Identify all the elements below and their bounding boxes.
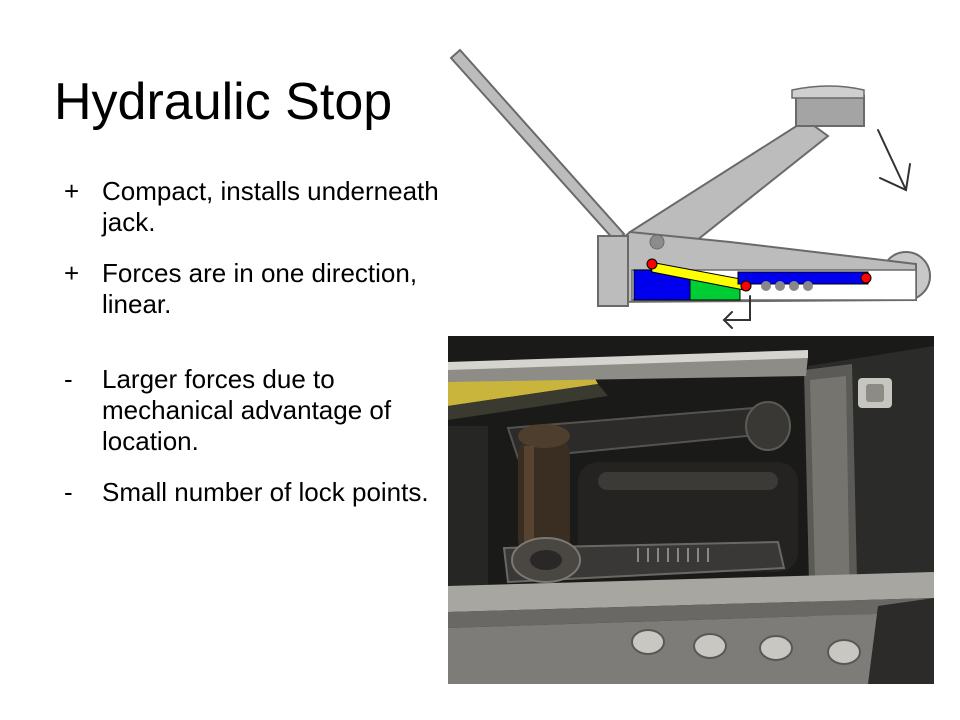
slide-title: Hydraulic Stop	[54, 73, 393, 131]
jack-diagram	[449, 48, 931, 329]
bullet-marker: -	[64, 477, 73, 507]
bullet-marker: -	[64, 364, 73, 394]
jack-handle	[449, 48, 626, 244]
red-pivot	[740, 280, 752, 292]
red-pivot	[860, 272, 872, 284]
bullet-text: Forces are in one direction, linear.	[102, 258, 418, 319]
bullet-item: - Small number of lock points.	[62, 477, 442, 508]
jack-saddle-cap	[791, 85, 865, 99]
return-arrow-icon	[722, 295, 751, 329]
bullet-item: - Larger forces due to mechanical advant…	[62, 364, 442, 457]
bullet-marker: +	[64, 176, 80, 206]
jack-front-post	[597, 235, 629, 307]
jack-pivot-hole	[649, 234, 665, 250]
jack-saddle-stem	[795, 95, 865, 127]
arrow-down-right-icon	[877, 129, 911, 192]
jack-mechanism-photo	[448, 336, 934, 684]
bullet-marker: +	[64, 258, 80, 288]
hydraulic-cylinder	[737, 271, 869, 285]
red-pivot	[646, 258, 658, 270]
bullet-text: Larger forces due to mechanical advantag…	[102, 364, 392, 456]
bullet-item: + Forces are in one direction, linear.	[62, 258, 442, 320]
bullet-item: + Compact, installs underneath jack.	[62, 176, 442, 238]
spring-coils	[761, 281, 813, 291]
bullet-list: + Compact, installs underneath jack. + F…	[62, 176, 442, 508]
bullet-text: Small number of lock points.	[102, 477, 429, 507]
bullet-text: Compact, installs underneath jack.	[102, 176, 439, 237]
